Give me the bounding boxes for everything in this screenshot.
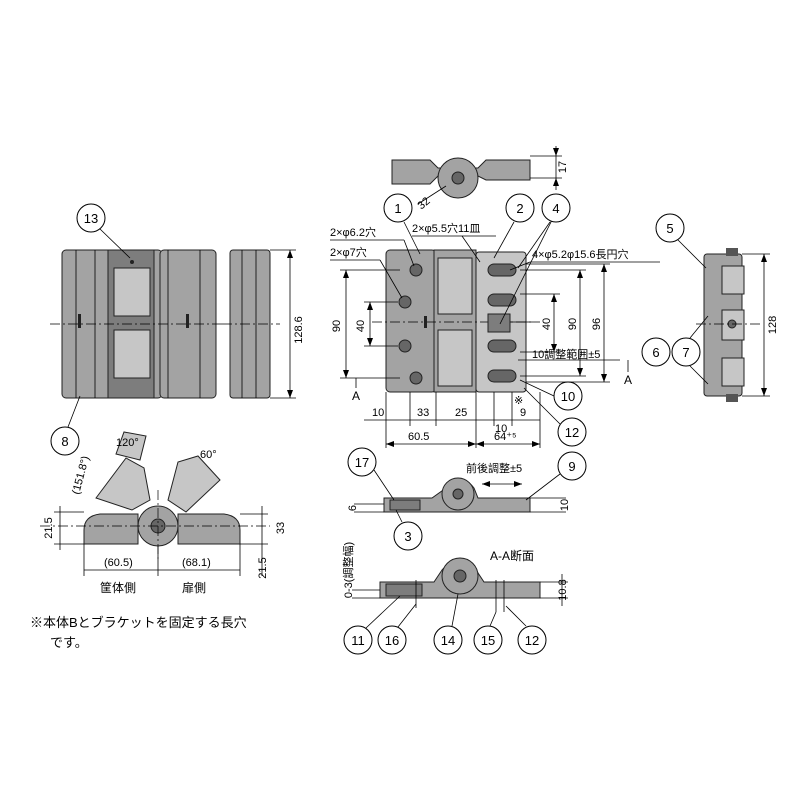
svg-text:12: 12 [565, 425, 579, 440]
section-mark-a-left: A [352, 389, 360, 403]
svg-text:10: 10 [561, 389, 575, 404]
section-mark-a-right: A [624, 373, 632, 387]
hole-label-6-2: 2×φ6.2穴 [330, 225, 376, 239]
dim-40-right: 40 [541, 318, 553, 330]
callout-9: 9 [525, 451, 587, 501]
dim-128: 128 [767, 316, 779, 334]
svg-text:12: 12 [525, 633, 539, 648]
svg-text:16: 16 [385, 633, 399, 648]
dim-64: 64⁺⁵ [494, 431, 517, 443]
svg-text:2: 2 [516, 201, 523, 216]
label-cabinet-side: 筐体側 [100, 580, 136, 595]
dim-32: 32 [416, 195, 433, 212]
dim-96: 96 [591, 318, 603, 330]
callout-4: 4 [517, 193, 571, 269]
angle-151-8: (151.8°) [70, 455, 92, 496]
callout-3: 3 [393, 509, 423, 551]
svg-text:13: 13 [84, 211, 98, 226]
hinge-front-view [372, 249, 540, 393]
callout-16: 16 [377, 603, 417, 655]
hole-labels: 2×φ6.2穴 2×φ7穴 2×φ5.5穴11皿 4×φ5.2φ15.6長円穴 … [330, 205, 660, 407]
svg-text:8: 8 [61, 434, 68, 449]
front-back-adjust-label: 前後調整±5 [466, 461, 522, 475]
dim-9: 9 [520, 407, 526, 419]
svg-text:11: 11 [351, 633, 365, 648]
label-door-side: 扉側 [182, 581, 206, 595]
dim-60-5: 60.5 [408, 431, 429, 443]
svg-text:7: 7 [682, 345, 689, 360]
callout-13: 13 [76, 203, 131, 259]
svg-text:14: 14 [441, 633, 455, 648]
dim-10-8: 10.8 [557, 579, 569, 600]
callout-7: 7 [671, 315, 709, 385]
dim-21-5-left: 21.5 [43, 517, 55, 538]
dim-21-5-right: 21.5 [257, 557, 269, 578]
svg-text:1: 1 [394, 201, 401, 216]
callout-12-top: 12 [523, 387, 587, 447]
adjust-width-label: 0-3(調整幅) [341, 542, 355, 598]
angle-120: 120° [116, 437, 139, 449]
callout-17: 17 [347, 447, 395, 501]
open-hinge-view [40, 431, 270, 560]
svg-text:5: 5 [666, 221, 673, 236]
dim-6: 6 [347, 505, 359, 511]
hole-label-5-2: 4×φ5.2φ15.6長円穴 [532, 247, 629, 261]
hinge-top-view: 17 32 [391, 146, 569, 212]
dim-33-open: 33 [275, 522, 287, 534]
callout-2: 2 [493, 193, 535, 259]
dim-10-mid: 10 [559, 499, 571, 511]
dim-90-right: 90 [567, 318, 579, 330]
dim-90-left: 90 [331, 320, 343, 332]
closed-hinge-front-view [50, 249, 225, 399]
section-a-a-view: A-A断面 10.8 0-3(調整幅) [341, 542, 569, 612]
dim-128-6: 128.6 [293, 316, 305, 344]
dim-25: 25 [455, 407, 467, 419]
dim-60-5-open: (60.5) [104, 557, 133, 569]
callout-1: 1 [383, 193, 421, 255]
callout-12-bottom: 12 [505, 605, 547, 655]
callout-5: 5 [655, 213, 707, 269]
callout-15: 15 [473, 611, 503, 655]
callout-8: 8 [50, 395, 81, 456]
hole-label-5-5: 2×φ5.5穴11皿 [412, 221, 480, 235]
footnote-line-1: ※本体Bとブラケットを固定する長穴 [30, 615, 247, 630]
svg-text:6: 6 [652, 345, 659, 360]
dim-33: 33 [417, 407, 429, 419]
hole-label-7: 2×φ7穴 [330, 245, 367, 259]
closed-hinge-side-view: 128.6 [222, 249, 305, 399]
svg-text:15: 15 [481, 633, 495, 648]
callout-6: 6 [641, 337, 671, 367]
svg-text:4: 4 [552, 201, 559, 216]
dim-10-a: 10 [372, 407, 384, 419]
dim-10-b: 10 [495, 423, 507, 435]
hinge-mid-side-view: 前後調整±5 6 10 [347, 461, 571, 513]
svg-text:17: 17 [355, 455, 369, 470]
callout-10: 10 [519, 379, 583, 411]
section-title: A-A断面 [490, 548, 534, 563]
adjust-range-label: 10調整範囲±5 [532, 347, 600, 361]
callout-11: 11 [343, 595, 401, 655]
footnote-line-2: です。 [50, 635, 88, 650]
angle-60: 60° [200, 449, 217, 461]
svg-text:3: 3 [404, 529, 411, 544]
note-mark-bottom: ※ [514, 395, 523, 407]
callout-14: 14 [433, 593, 463, 655]
dim-17: 17 [557, 161, 569, 173]
front-view-dims: 90 40 A 40 90 96 A 10調 [331, 263, 632, 448]
dim-68-1-open: (68.1) [182, 557, 211, 569]
svg-text:9: 9 [568, 459, 575, 474]
hinge-side-view-right: 128 [696, 248, 779, 402]
dim-40-left: 40 [355, 320, 367, 332]
